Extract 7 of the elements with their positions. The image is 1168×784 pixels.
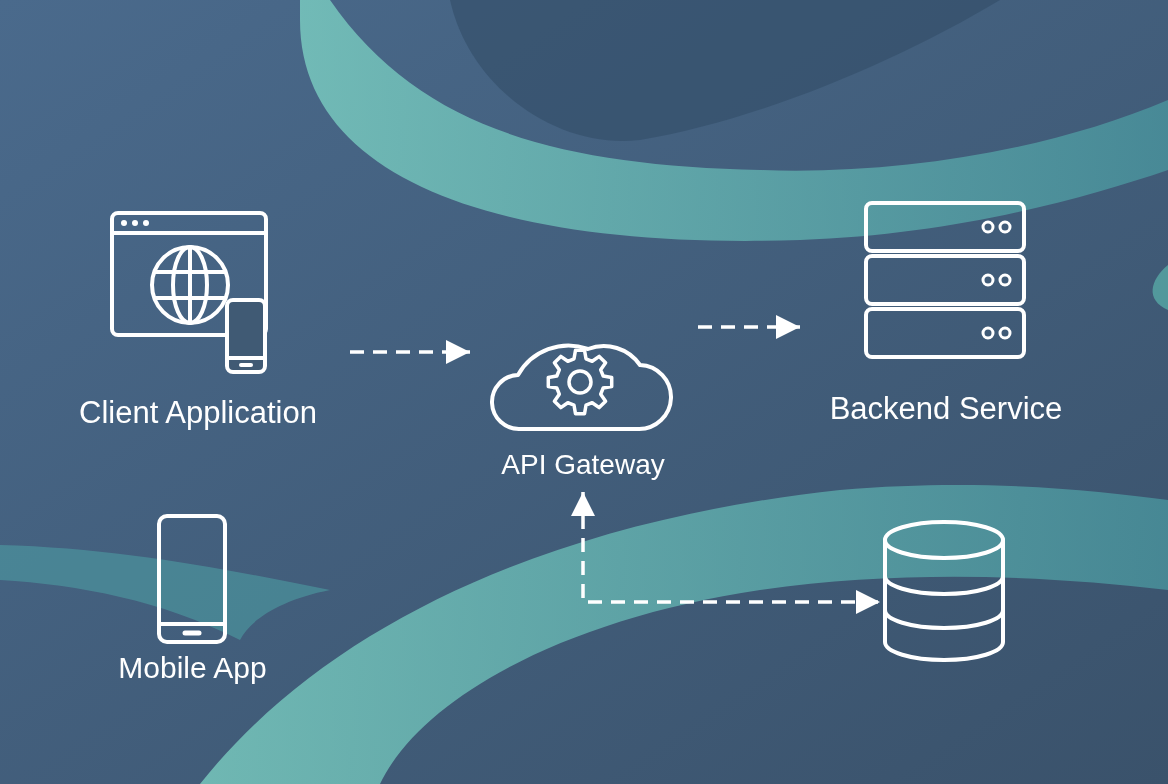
node-label: API Gateway	[500, 448, 666, 482]
node-label: Client Application	[78, 394, 318, 432]
dashed-arrow	[571, 492, 880, 614]
node-label: Mobile App	[117, 650, 268, 686]
dashed-arrow	[698, 315, 800, 339]
dashed-arrow	[350, 340, 470, 364]
node-label: Backend Service	[828, 390, 1064, 428]
